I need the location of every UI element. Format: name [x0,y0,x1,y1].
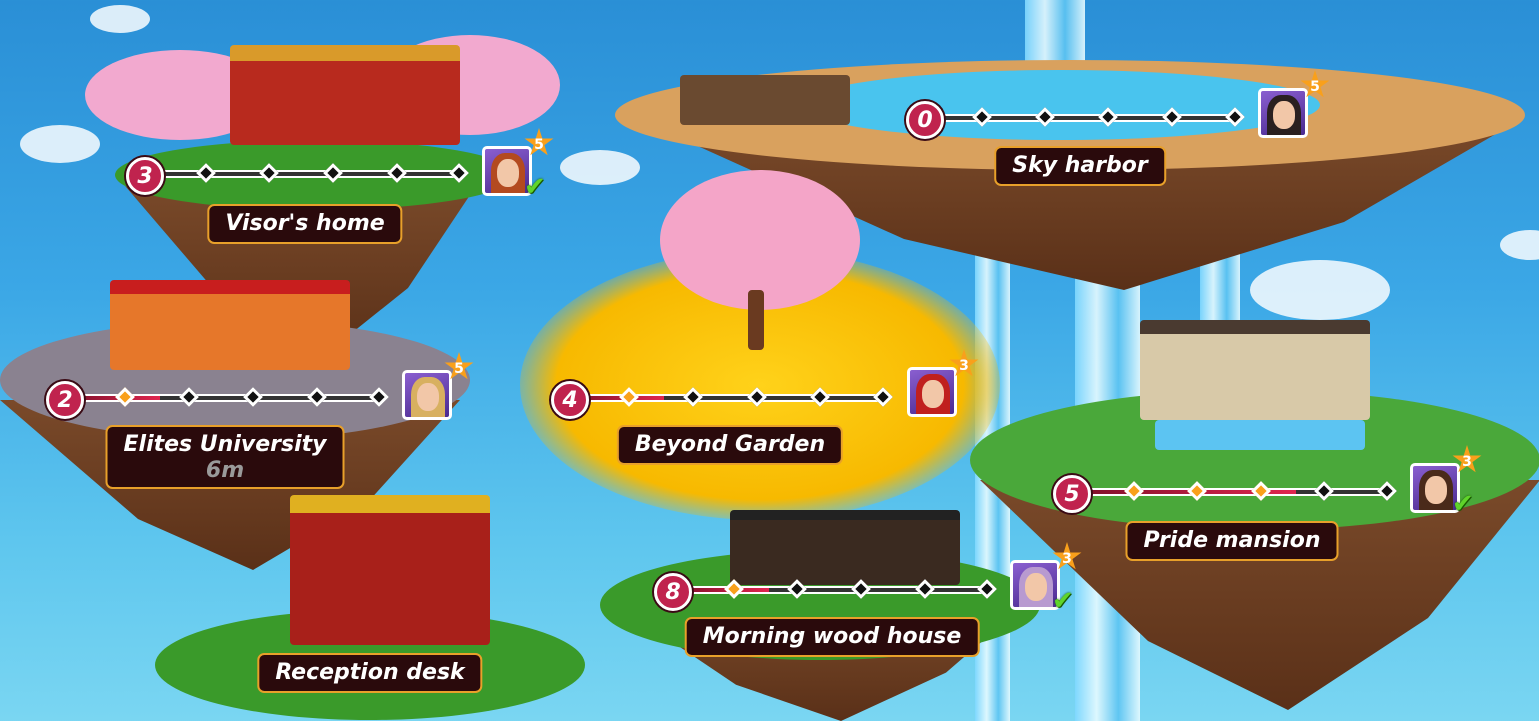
location-name: Sky harbor [1012,153,1148,178]
university-building [110,280,350,370]
location-name: Reception desk [275,660,465,685]
location-label[interactable]: Beyond Garden [616,425,844,465]
location-name: Morning wood house [702,624,962,649]
location-name: Pride mansion [1143,528,1321,553]
progress-bar [570,394,886,402]
tree-trunk [748,290,764,350]
avatar-face [1425,476,1447,504]
cloud [20,125,100,163]
girl-avatar[interactable] [1258,88,1308,138]
girl-avatar[interactable] [907,367,957,417]
location-label[interactable]: Reception desk [257,653,483,693]
location-timer: 6m [205,458,245,483]
progress-fill [1072,490,1296,494]
location-label[interactable]: Pride mansion [1125,521,1339,561]
girl-avatar[interactable] [1010,560,1060,610]
cabin [730,510,960,585]
progress-bar [65,394,382,402]
girl-avatar[interactable] [1410,463,1460,513]
progress-fill [570,396,664,400]
cloud [1250,260,1390,320]
level-badge: 4 [551,381,589,419]
mansion [1140,320,1370,420]
check-icon: ✔ [1452,489,1474,519]
location-label[interactable]: Sky harbor [994,146,1166,186]
location-name: Visor's home [225,211,385,236]
temple [230,45,460,145]
check-icon: ✔ [524,172,546,202]
avatar-face [1273,101,1295,129]
level-badge: 8 [654,573,692,611]
progress-bar [145,170,462,178]
lagoon [800,70,1320,140]
check-icon: ✔ [1052,586,1074,616]
cloud [560,150,640,185]
avatar-face [922,380,944,408]
level-badge: 3 [126,157,164,195]
cloud [1500,230,1539,260]
pool [1155,420,1365,450]
level-badge: 2 [46,381,84,419]
cherry-tree [660,170,860,310]
location-name: Beyond Garden [634,432,826,457]
level-badge: 0 [906,101,944,139]
avatar-face [1025,573,1047,601]
progress-fill [65,396,160,400]
location-label[interactable]: Visor's home [207,204,403,244]
location-name: Elites University [123,432,327,457]
avatar-face [497,159,519,187]
pagoda [290,495,490,645]
progress-bar [1072,488,1390,496]
progress-fill [673,588,769,592]
girl-avatar[interactable] [402,370,452,420]
girl-avatar[interactable] [482,146,532,196]
level-badge: 5 [1053,475,1091,513]
location-label[interactable]: Morning wood house [684,617,980,657]
avatar-face [417,383,439,411]
huts [680,75,850,125]
cloud [90,5,150,33]
progress-bar [673,586,990,594]
